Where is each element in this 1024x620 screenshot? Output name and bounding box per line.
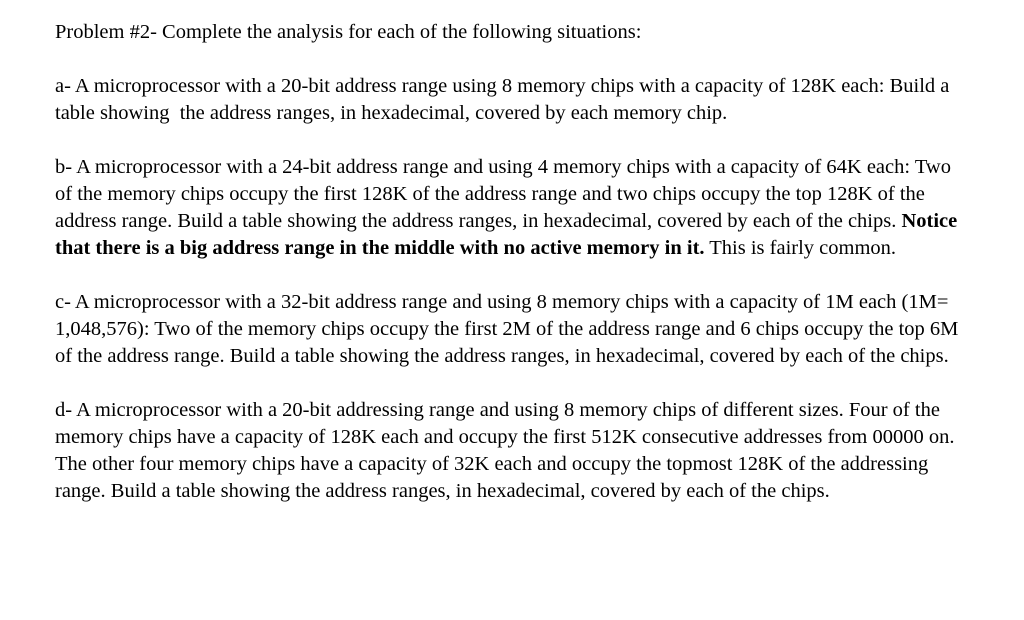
problem-b-lead-text: b- A microprocessor with a 24-bit addres… bbox=[55, 156, 957, 232]
problem-b-paragraph: b- A microprocessor with a 24-bit addres… bbox=[55, 154, 967, 262]
problem-b-tail-text: This is fairly common. bbox=[704, 237, 897, 259]
problem-c-paragraph: c- A microprocessor with a 32-bit addres… bbox=[55, 291, 964, 367]
problem-title: Problem #2- Complete the analysis for ea… bbox=[55, 21, 642, 43]
problem-d-paragraph: d- A microprocessor with a 20-bit addres… bbox=[55, 399, 960, 502]
problem-b-bold-note: Notice that there is a big address range… bbox=[55, 210, 963, 259]
problem-a-paragraph: a- A microprocessor with a 20-bit addres… bbox=[55, 75, 955, 124]
